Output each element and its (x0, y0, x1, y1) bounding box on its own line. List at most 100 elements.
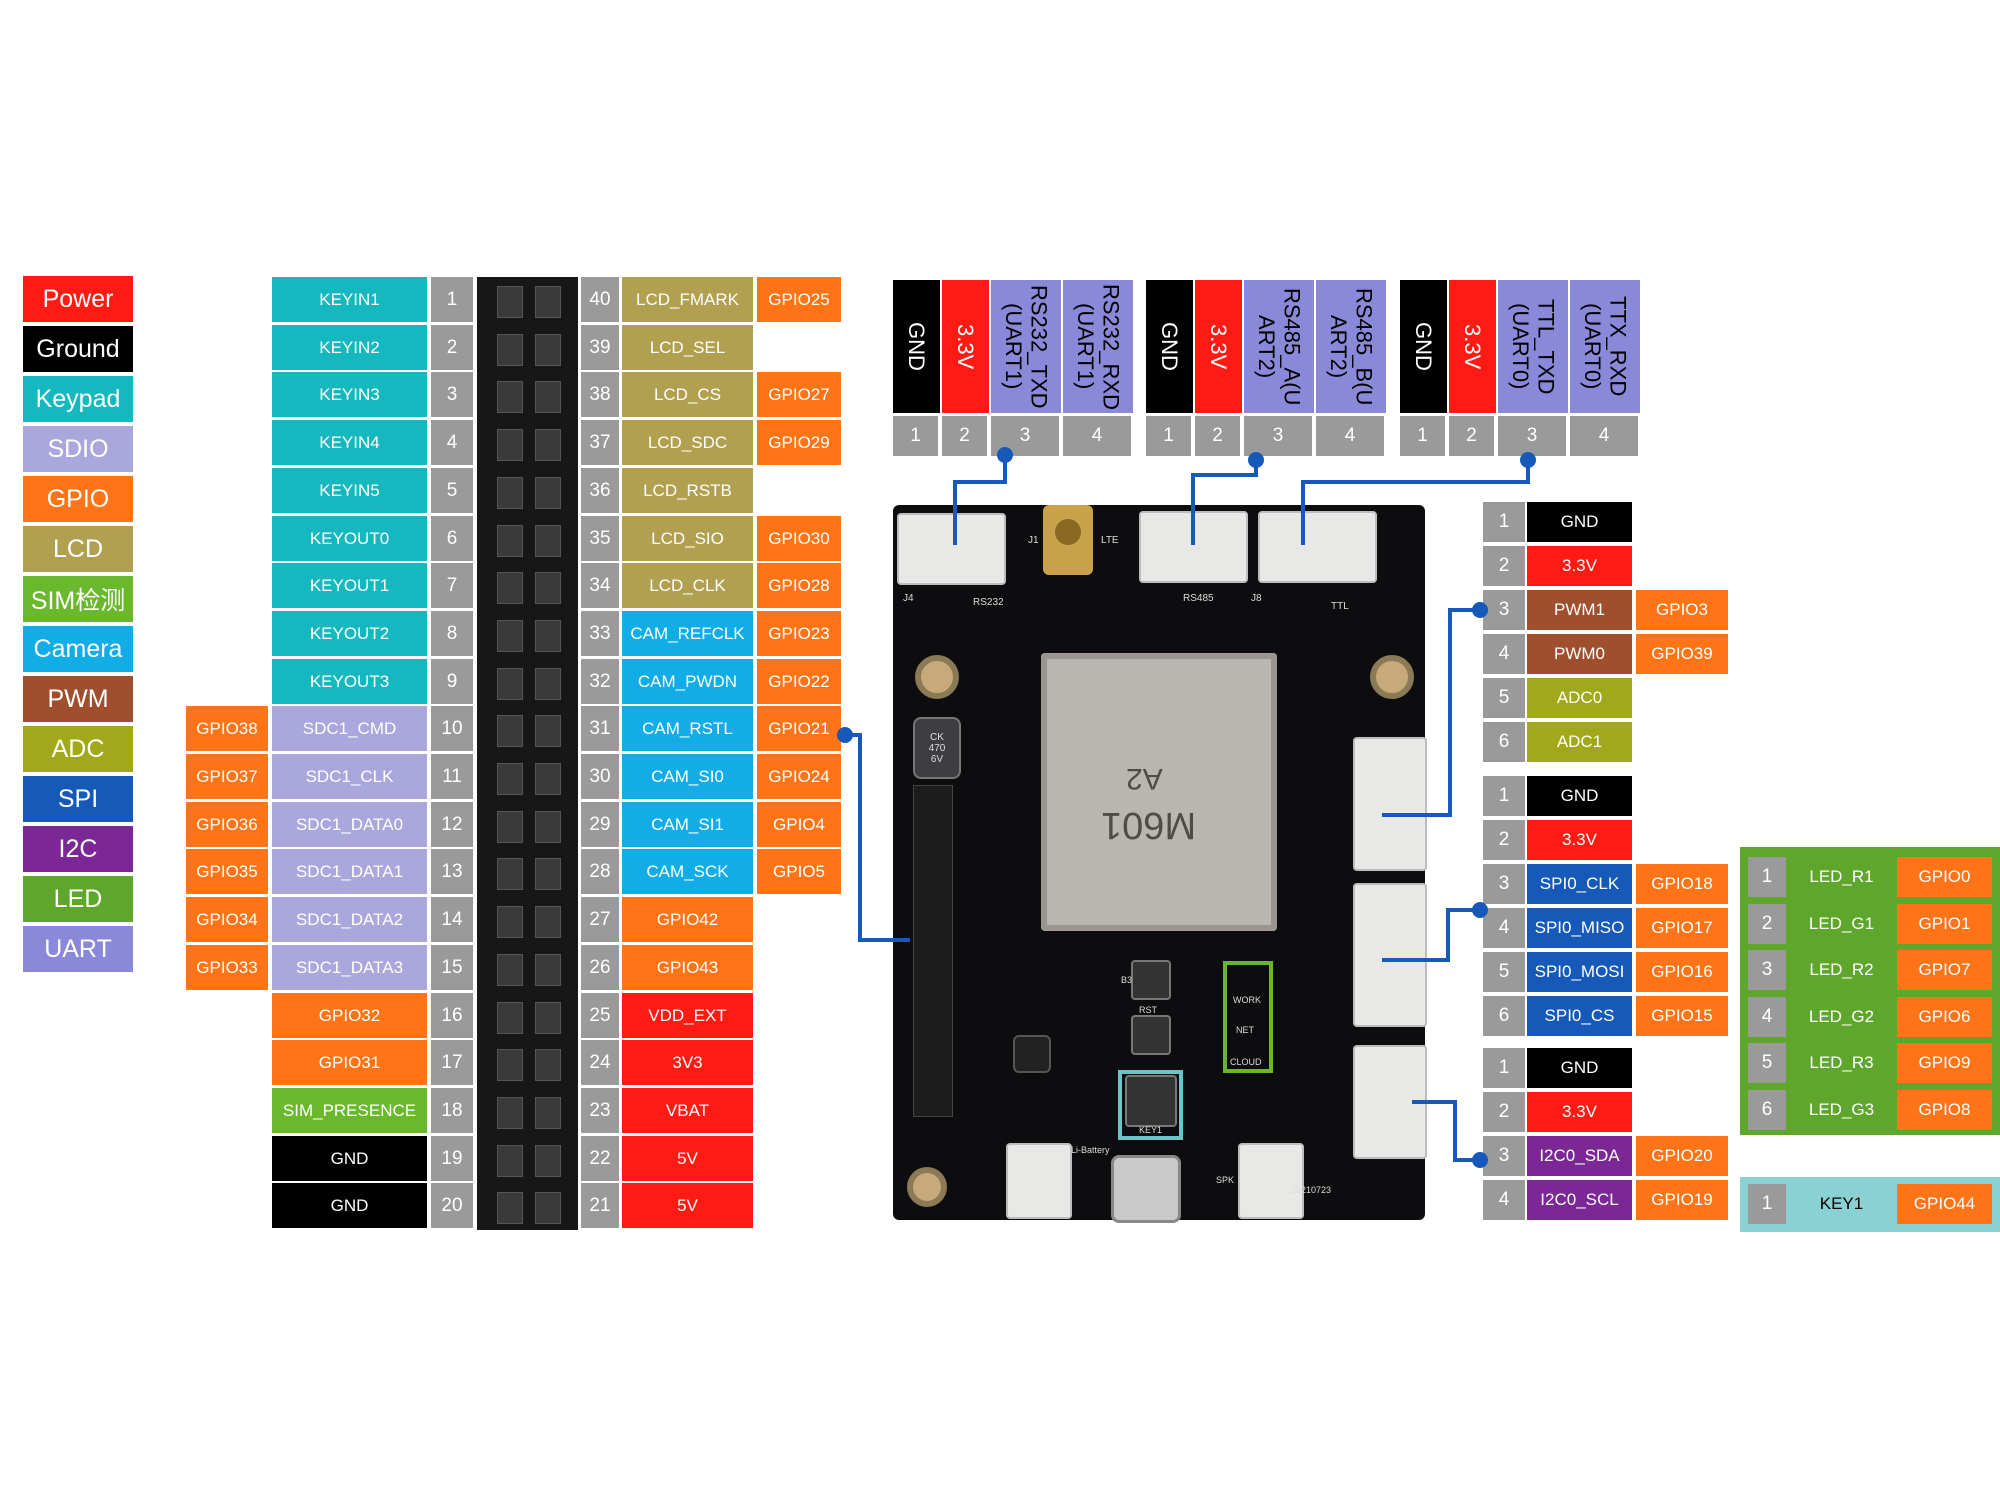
silk-ttl: TTL (1331, 601, 1349, 612)
header-gpio-13: GPIO35 (186, 849, 268, 894)
header-func-14: SDC1_DATA2 (272, 897, 427, 942)
wire-dot-rs232 (997, 447, 1013, 463)
module-m601: M601 A2 (1041, 653, 1277, 931)
key-gpio: GPIO44 (1897, 1184, 1992, 1224)
header-slot (535, 667, 561, 700)
header-num-4: 4 (431, 420, 473, 465)
header-num-30: 30 (581, 754, 619, 799)
header-slot (497, 763, 523, 795)
header-num-24: 24 (581, 1040, 619, 1085)
top-conn-2-num-3: 3 (1244, 416, 1312, 456)
header-num-36: 36 (581, 468, 619, 513)
board-header (913, 785, 953, 1117)
header-gpio-37: GPIO29 (757, 420, 841, 465)
header-num-40: 40 (581, 277, 619, 322)
legend-1: Ground (23, 326, 133, 372)
top-conn-label-text: GND (1157, 322, 1183, 371)
board: J4 J1 LTE RS232 RS485 J8 TTL CK 470 6V M… (893, 505, 1427, 1223)
header-gpio-40: GPIO25 (757, 277, 841, 322)
right-right_pwm-func-2: 3.3V (1527, 546, 1632, 586)
right-right_i2c-func-2: 3.3V (1527, 1092, 1632, 1132)
header-func-10: SDC1_CMD (272, 706, 427, 751)
header-slot (535, 810, 561, 843)
header-func-20: GND (272, 1183, 427, 1228)
header-num-1: 1 (431, 277, 473, 322)
led-num-3: 3 (1748, 950, 1786, 990)
right-right_pwm-func-5: ADC0 (1527, 678, 1632, 718)
header-num-32: 32 (581, 659, 619, 704)
led-func-2: LED_G1 (1790, 903, 1893, 944)
mount-hole-tr (1370, 655, 1414, 699)
header-gpio-29: GPIO4 (757, 802, 841, 847)
legend-13: UART (23, 926, 133, 972)
right-right_spi-num-6: 6 (1483, 996, 1525, 1036)
header-num-10: 10 (431, 706, 473, 751)
led-gpio-4: GPIO6 (1897, 996, 1992, 1037)
led-func-5: LED_R3 (1790, 1043, 1893, 1083)
right-right_spi-func-3: SPI0_CLK (1527, 864, 1632, 904)
legend-7: Camera (23, 626, 133, 672)
header-num-35: 35 (581, 516, 619, 561)
led-num-5: 5 (1748, 1043, 1786, 1083)
antenna-core (1055, 519, 1081, 545)
right-right_spi-func-5: SPI0_MOSI (1527, 952, 1632, 992)
right-right_pwm-num-3: 3 (1483, 590, 1525, 630)
silk-date: 20210723 (1291, 1185, 1332, 1195)
led-gpio-1: GPIO0 (1897, 857, 1992, 897)
header-func-2: KEYIN2 (272, 325, 427, 370)
wire-dot-ttl (1520, 452, 1536, 468)
top-conn-label-text: RS232_RXD (UART1) (1073, 283, 1124, 410)
top-conn-2-label-2: 3.3V (1195, 280, 1242, 413)
capacitor: CK 470 6V (913, 717, 961, 779)
header-num-31: 31 (581, 706, 619, 751)
header-slot (497, 1049, 523, 1082)
wire-rs232 (953, 455, 1007, 545)
right-right_i2c-num-4: 4 (1483, 1180, 1525, 1220)
header-func-40: LCD_FMARK (622, 277, 753, 322)
top-conn-1-label-1: GND (893, 280, 940, 413)
top-conn-label-text: 3.3V (1206, 323, 1232, 370)
header-gpio-35: GPIO30 (757, 516, 841, 561)
header-func-38: LCD_CS (622, 372, 753, 417)
top-conn-3-num-4: 4 (1570, 416, 1638, 456)
top-conn-label-text: RS485_A(U ART2) (1254, 287, 1305, 406)
legend-5: LCD (23, 526, 133, 572)
header-func-3: KEYIN3 (272, 372, 427, 417)
header-slot (535, 619, 561, 652)
header-func-25: VDD_EXT (622, 993, 753, 1038)
top-conn-3-num-3: 3 (1498, 416, 1566, 456)
silk-rst: RST (1139, 1005, 1157, 1015)
header-num-8: 8 (431, 611, 473, 656)
legend-6: SIM检测 (23, 576, 133, 622)
header-func-36: LCD_RSTB (622, 468, 753, 513)
key-func: KEY1 (1790, 1184, 1893, 1224)
led-gpio-3: GPIO7 (1897, 950, 1992, 990)
top-conn-1-label-2: 3.3V (942, 280, 989, 413)
header-gpio-30: GPIO24 (757, 754, 841, 799)
header-slot (535, 858, 561, 891)
wire-dot-i2c (1472, 1152, 1488, 1168)
top-conn-3-label-3: TTL_TXD (UART0) (1498, 280, 1568, 413)
legend-4: GPIO (23, 476, 133, 522)
header-slot (497, 476, 523, 509)
legend-3: SDIO (23, 426, 133, 472)
button-rst (1131, 1015, 1171, 1055)
header-func-24: 3V3 (622, 1040, 753, 1085)
top-conn-3-num-2: 2 (1449, 416, 1494, 456)
right-right_spi-num-3: 3 (1483, 864, 1525, 904)
header-num-6: 6 (431, 516, 473, 561)
top-conn-label-text: 3.3V (953, 323, 979, 370)
wire-dot-pwm (1472, 602, 1488, 618)
connector-pwm (1353, 737, 1427, 871)
header-slot (497, 333, 523, 366)
header-slot (535, 763, 561, 795)
header-func-16: GPIO32 (272, 993, 427, 1038)
silk-b3: B3 (1121, 975, 1133, 985)
right-right_i2c-num-1: 1 (1483, 1048, 1525, 1088)
connector-j4 (897, 513, 1006, 585)
header-num-11: 11 (431, 754, 473, 799)
header-slot (535, 524, 561, 557)
header-slot (535, 429, 561, 462)
header-num-15: 15 (431, 945, 473, 990)
